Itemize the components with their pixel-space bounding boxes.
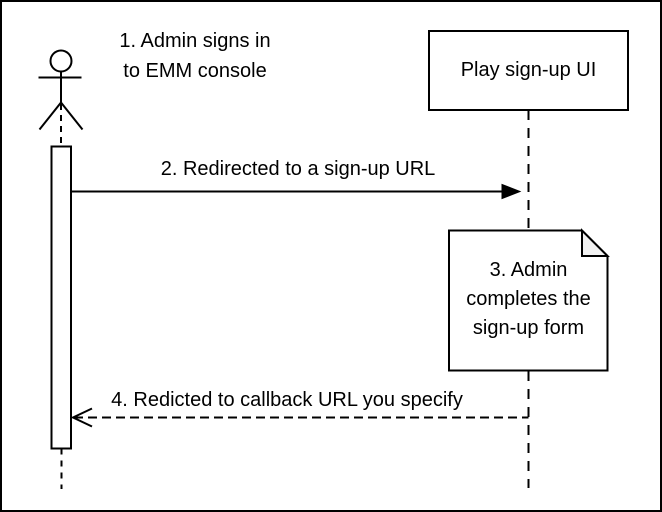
open-arrowhead-icon	[70, 407, 93, 428]
participant-label: Play sign-up UI	[460, 59, 597, 81]
note-icon	[448, 228, 610, 372]
note-body	[448, 229, 609, 372]
activation-bar	[50, 145, 72, 450]
actor-head	[49, 49, 73, 73]
participant-box-label-wrap: Play sign-up UI	[429, 31, 628, 110]
actor-legs	[38, 100, 84, 131]
signup-redirect-arrow	[71, 183, 522, 200]
message-1-label: 1. Admin signs in to EMM console	[119, 30, 271, 82]
participant-box	[428, 30, 629, 111]
note-fold-corner-icon	[581, 228, 610, 257]
filled-arrowhead-icon	[501, 183, 522, 200]
message-4-label: 4. Redicted to callback URL you specify	[111, 389, 463, 411]
message-2-label: 2. Redirected to a sign-up URL	[160, 158, 436, 180]
callback-return-arrow	[70, 407, 529, 428]
note-step3-text: 3. Admin completes the sign-up form	[466, 259, 591, 339]
actor-icon	[38, 49, 84, 131]
